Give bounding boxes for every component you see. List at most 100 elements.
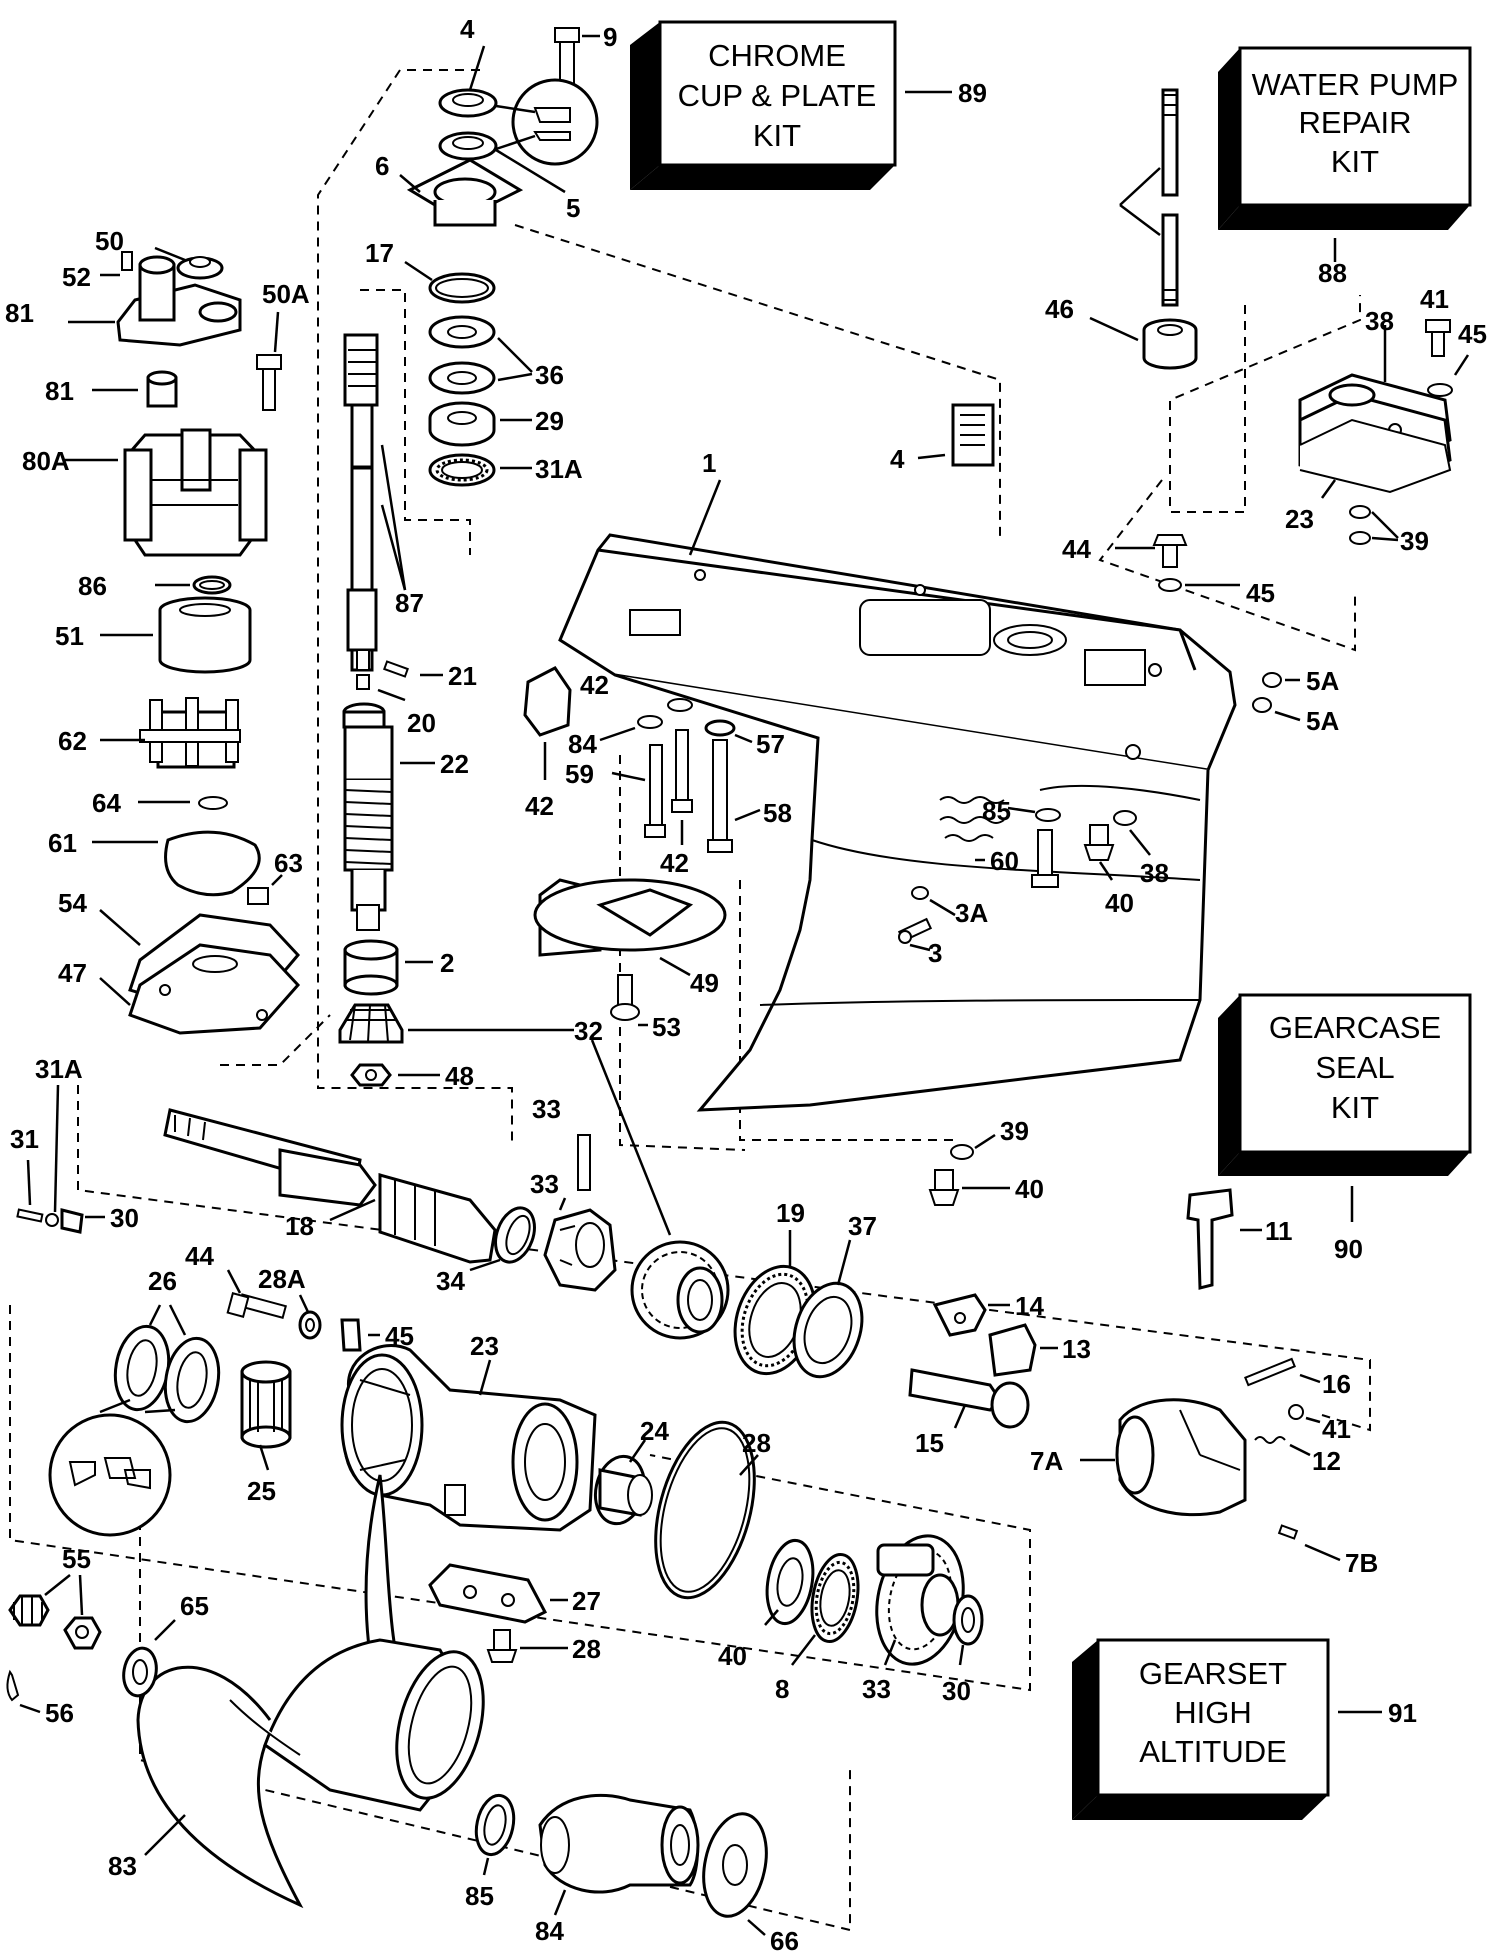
washer-85 bbox=[474, 1793, 516, 1857]
propeller-83 bbox=[136, 1474, 485, 1909]
callout-6: 6 bbox=[375, 151, 389, 181]
callout-59: 48 bbox=[445, 1061, 474, 1091]
callout-26: 25 bbox=[247, 1476, 276, 1506]
callout-15: 15 bbox=[915, 1428, 944, 1458]
washer-47 bbox=[765, 1538, 815, 1626]
callout-70: 58 bbox=[763, 798, 792, 828]
pump-cover-80A bbox=[116, 255, 242, 347]
washer-3A bbox=[911, 886, 929, 900]
callout-63: 51 bbox=[55, 621, 84, 651]
callout-16: 16 bbox=[1322, 1369, 1351, 1399]
kit-89-line-1: CHROME bbox=[708, 38, 846, 73]
kit-88-line-3: KIT bbox=[1331, 144, 1379, 179]
o-ring-29 bbox=[654, 1420, 756, 1600]
callout-17: 17 bbox=[365, 238, 394, 268]
gasket-23 bbox=[1299, 418, 1452, 494]
callout-44: 37 bbox=[848, 1211, 877, 1241]
callout-3A: 3A bbox=[955, 898, 988, 928]
callout-74: 62 bbox=[58, 726, 87, 756]
prop-nut-67 bbox=[8, 1594, 102, 1650]
springs-72 bbox=[939, 796, 1005, 842]
callout-41-upper: 40 bbox=[1105, 888, 1134, 918]
callout-38: 33 bbox=[530, 1169, 559, 1199]
trim-tab-60 bbox=[533, 878, 727, 957]
callout-36: 30 bbox=[942, 1676, 971, 1706]
shift-housing-10 bbox=[1115, 1398, 1247, 1517]
callout-14: 14 bbox=[1015, 1291, 1044, 1321]
kit-90-number: 90 bbox=[1334, 1234, 1363, 1264]
callout-80A: 81 bbox=[5, 298, 34, 328]
callout-76: 64 bbox=[92, 788, 121, 818]
kit-88-line-1: WATER PUMP bbox=[1252, 67, 1459, 102]
key-76 bbox=[198, 796, 228, 810]
callout-82: 86 bbox=[78, 571, 107, 601]
callout-69: 57 bbox=[756, 729, 785, 759]
lock-tab-53 bbox=[340, 1318, 362, 1352]
bolt-9 bbox=[554, 27, 580, 91]
needle-bearing-2 bbox=[343, 939, 399, 996]
callout-33: 33 bbox=[862, 1674, 891, 1704]
kit-box-gearcase-seal: GEARCASE SEAL KIT bbox=[1218, 993, 1472, 1176]
callout-28: 27 bbox=[572, 1586, 601, 1616]
callout-10: 7A bbox=[1030, 1446, 1063, 1476]
pin-16 bbox=[1244, 1357, 1296, 1387]
needle-bearing-26 bbox=[240, 1360, 292, 1449]
spacer-77 bbox=[122, 1646, 158, 1698]
impeller-74 bbox=[139, 697, 241, 769]
callout-7A: 4 bbox=[460, 14, 475, 44]
callout-28A: 28 bbox=[572, 1634, 601, 1664]
callout-67: 55 bbox=[62, 1544, 91, 1574]
bolt-72 bbox=[1031, 829, 1059, 888]
seal-7A bbox=[438, 88, 498, 118]
bolt-62 bbox=[256, 354, 282, 411]
washer-78 bbox=[702, 1812, 768, 1918]
thrust-washer-34 bbox=[428, 401, 496, 447]
plug-4 bbox=[951, 403, 995, 467]
callout-81-upper: 84 bbox=[568, 729, 597, 759]
callout-23: 23 bbox=[1285, 504, 1314, 534]
callout-86: 87 bbox=[395, 588, 424, 618]
washer-55 bbox=[1158, 578, 1182, 592]
screw-65 bbox=[610, 974, 640, 1021]
kit-88-number: 88 bbox=[1318, 258, 1347, 288]
seals-27 bbox=[113, 1324, 221, 1424]
callout-24: 23 bbox=[470, 1331, 499, 1361]
callout-40: 34 bbox=[436, 1266, 465, 1296]
callout-75: 63 bbox=[274, 848, 303, 878]
callout-50: 42 bbox=[660, 848, 689, 878]
callout-25: 24 bbox=[640, 1416, 669, 1446]
callout-60: 49 bbox=[690, 968, 719, 998]
clip-31A bbox=[45, 1213, 59, 1227]
kit-90-line-1: GEARCASE bbox=[1269, 1010, 1441, 1045]
washer-56 bbox=[1427, 383, 1453, 397]
bearing-carrier-24 bbox=[340, 1344, 597, 1532]
bearing-40 bbox=[494, 1206, 536, 1264]
pin-39 bbox=[577, 1134, 591, 1191]
callout-22: 22 bbox=[440, 749, 469, 779]
callout-55: 45 bbox=[1246, 578, 1275, 608]
pinion-housing-22 bbox=[342, 702, 394, 931]
callout-3: 3 bbox=[928, 938, 942, 968]
callout-56: 45 bbox=[1458, 319, 1487, 349]
shift-shaft-15 bbox=[908, 1368, 1030, 1429]
washer-36 bbox=[952, 1594, 984, 1646]
callout-34: 29 bbox=[535, 406, 564, 436]
screw-28A bbox=[486, 1629, 518, 1663]
kit-91-number: 91 bbox=[1388, 1698, 1417, 1728]
o-ring-17 bbox=[428, 272, 496, 304]
callout-41-lower: 40 bbox=[1015, 1174, 1044, 1204]
screw-48 bbox=[1425, 319, 1451, 357]
callout-66: 54 bbox=[58, 888, 87, 918]
grommet-61 bbox=[176, 256, 224, 280]
callout-27: 26 bbox=[148, 1266, 177, 1296]
callout-12: 12 bbox=[1312, 1446, 1341, 1476]
callout-35: 28A bbox=[258, 1264, 306, 1294]
o-ring-82 bbox=[192, 575, 232, 595]
callout-37: 31A bbox=[535, 454, 583, 484]
seal-5A bbox=[1252, 697, 1272, 713]
shift-cam-13 bbox=[988, 1323, 1037, 1377]
callout-20: 20 bbox=[407, 708, 436, 738]
liner-79 bbox=[146, 370, 178, 408]
callout-83: 83 bbox=[108, 1851, 137, 1881]
